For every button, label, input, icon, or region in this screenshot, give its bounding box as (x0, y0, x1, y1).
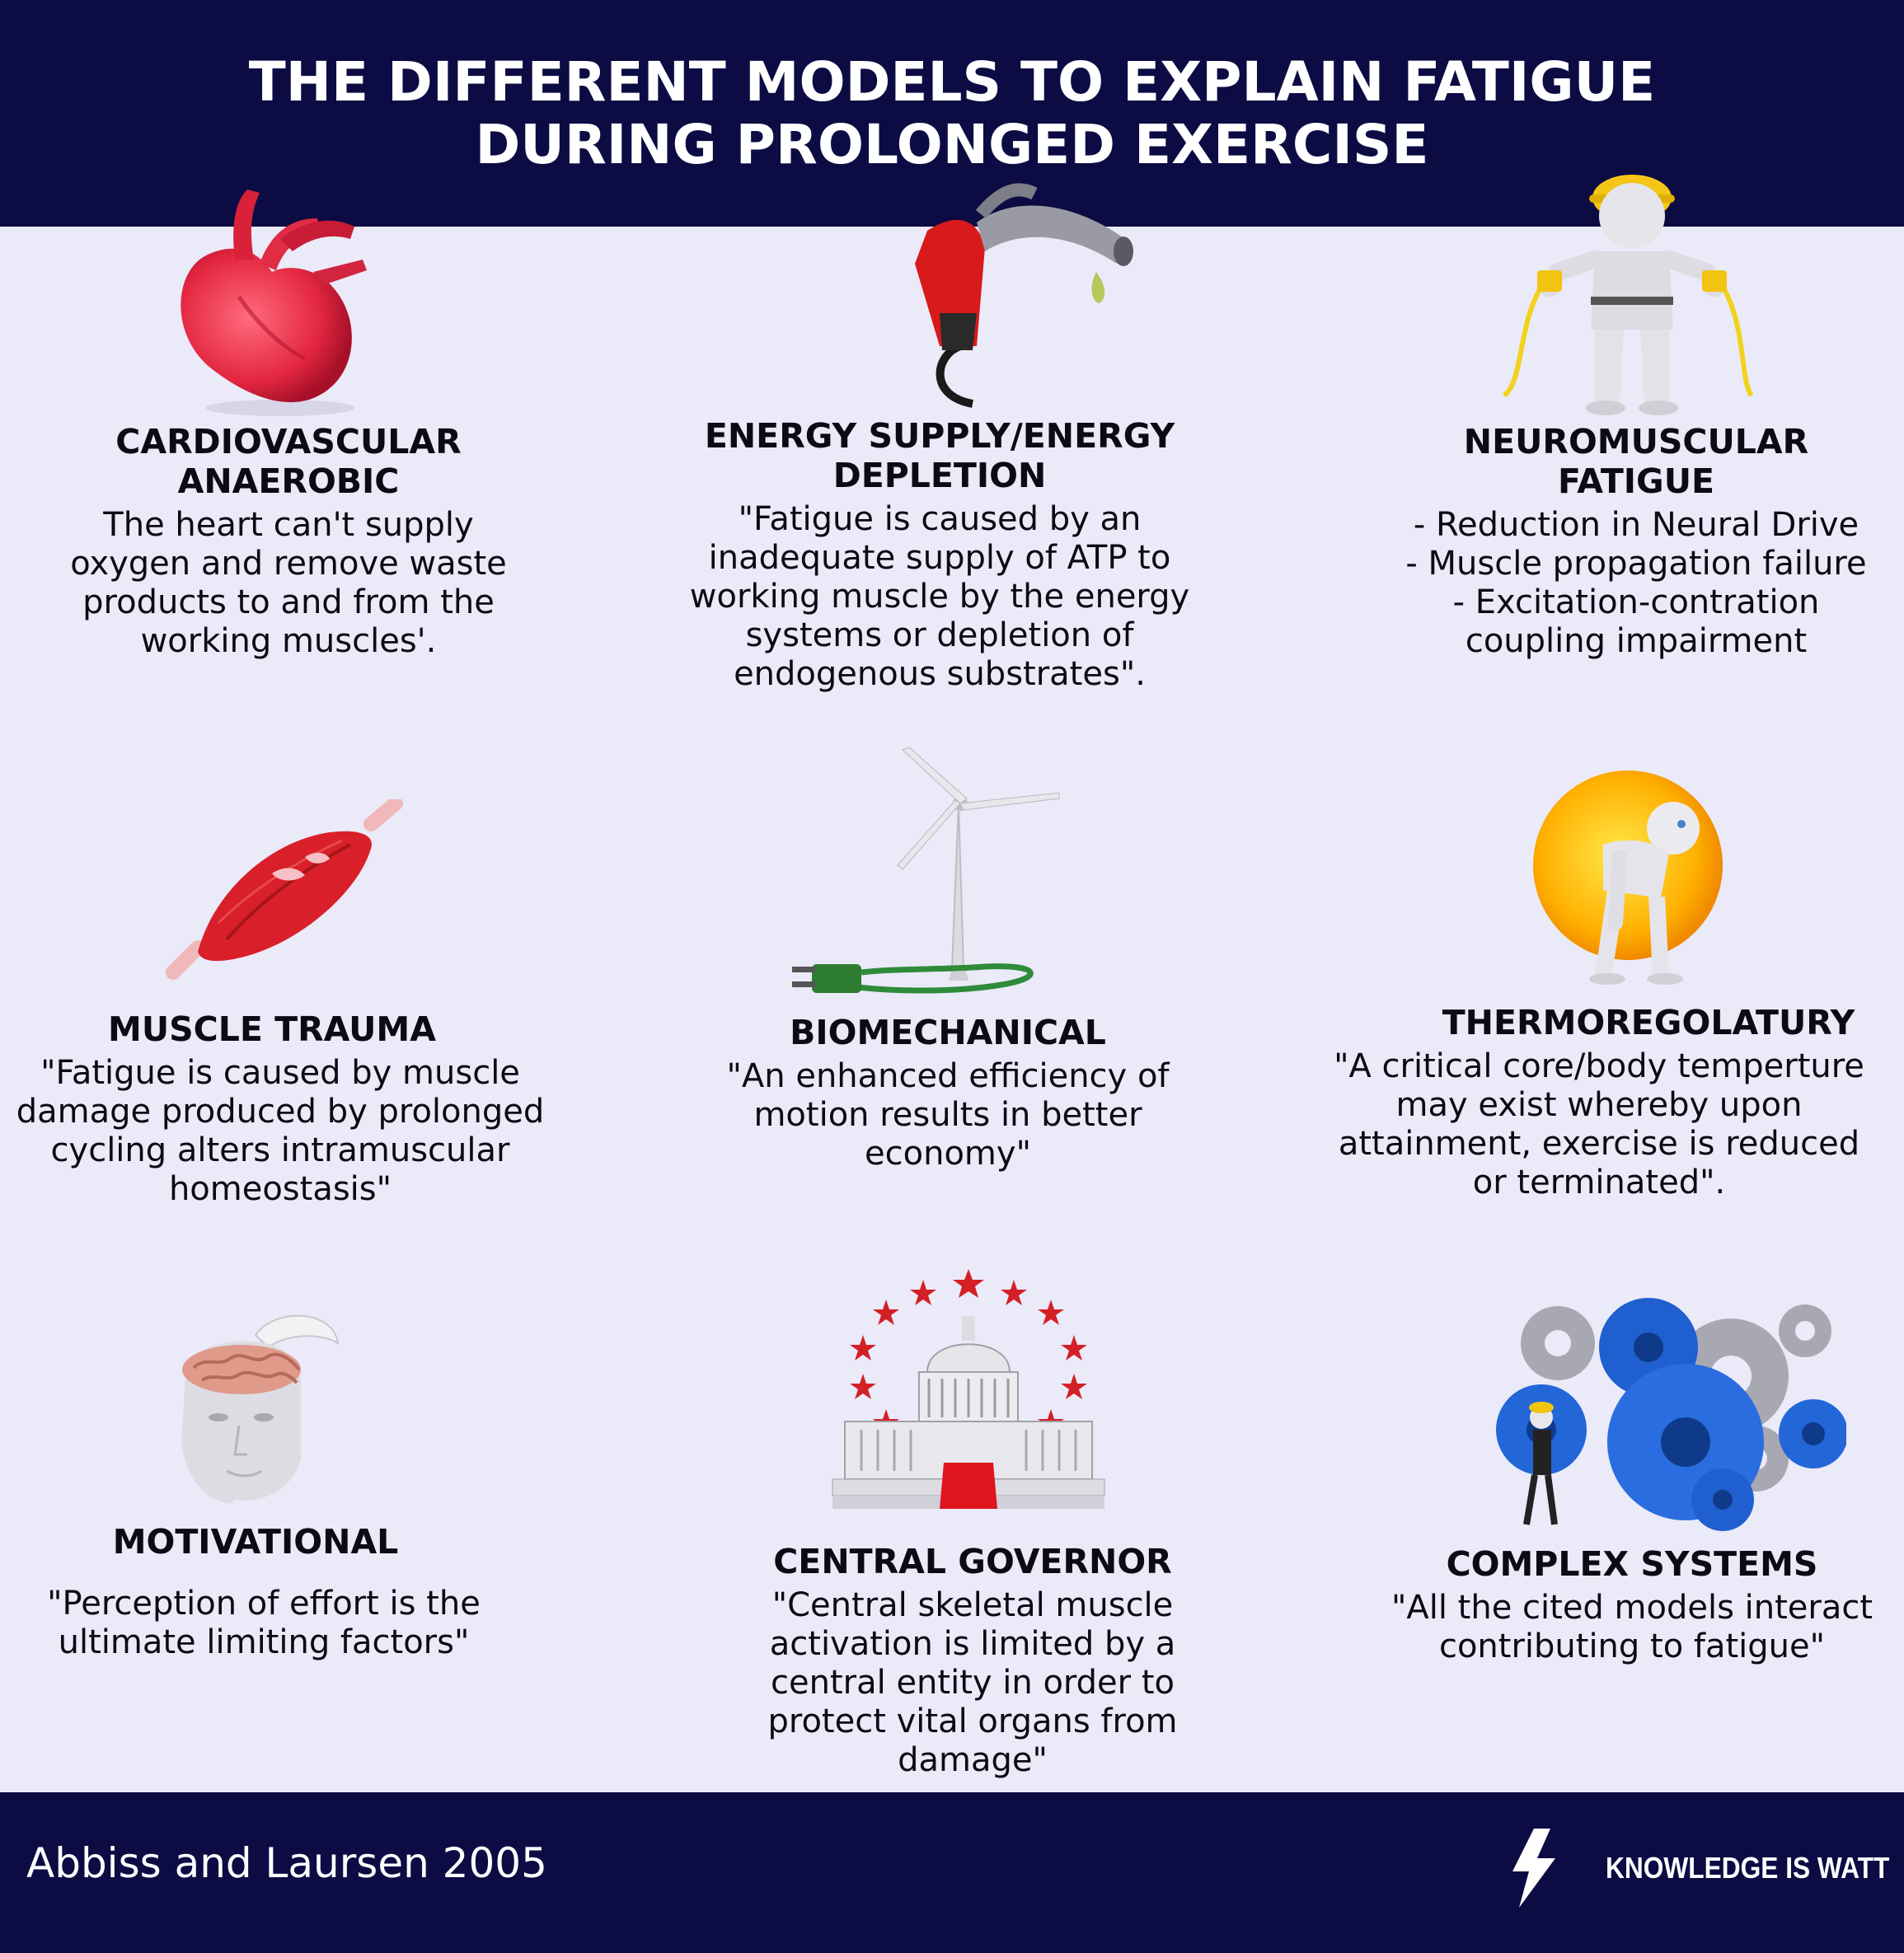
model-title: CARDIOVASCULAR ANAEROBIC (115, 422, 462, 501)
model-title: CENTRAL GOVERNOR (773, 1542, 1172, 1581)
lightning-bolt-icon (1512, 1829, 1555, 1908)
description-line: - Muscle propagation failure (1405, 545, 1867, 583)
page-title-line-1: THE DIFFERENT MODELS TO EXPLAIN FATIGUE (248, 49, 1656, 114)
model-title: COMPLEX SYSTEMS (1446, 1544, 1818, 1584)
fuel-nozzle-icon (915, 183, 1133, 408)
model-description: The heart can't supply oxygen and remove… (70, 506, 507, 660)
model-description: "All the cited models interact contribut… (1390, 1589, 1874, 1665)
model-description: - Reduction in Neural Drive - Muscle pro… (1368, 506, 1904, 661)
model-card-neuromuscular: NEUROMUSCULAR FATIGUE - Reduction in Neu… (1356, 422, 1904, 661)
model-description: "Fatigue is caused by an inadequate supp… (689, 500, 1190, 693)
citation-text: Abbiss and Laursen 2005 (26, 1839, 547, 1887)
model-card-biomechanical: BIOMECHANICAL "An enhanced efficiency of… (668, 1013, 1228, 1173)
model-title: MUSCLE TRAUMA (108, 1009, 436, 1049)
model-card-cardiovascular: CARDIOVASCULAR ANAEROBIC The heart can't… (8, 422, 569, 661)
model-description: "Perception of effort is the ultimate li… (47, 1585, 481, 1661)
model-title: ENERGY SUPPLY/ENERGY DEPLETION (704, 416, 1175, 495)
model-title: MOTIVATIONAL (112, 1522, 399, 1562)
gears-icon (1496, 1298, 1846, 1531)
model-card-central-governor: CENTRAL GOVERNOR "Central skeletal muscl… (692, 1542, 1253, 1780)
description-line: - Reduction in Neural Drive (1413, 506, 1859, 544)
model-card-complex-systems: COMPLEX SYSTEMS "All the cited models in… (1352, 1544, 1904, 1666)
model-description: "A critical core/body temperture may exi… (1334, 1047, 1864, 1201)
model-card-muscle-trauma: MUSCLE TRAUMA "Fatigue is caused by musc… (0, 1009, 560, 1209)
page-title-line-2: DURING PROLONGED EXERCISE (475, 112, 1429, 176)
wind-turbine-icon (792, 747, 1060, 994)
muscle-icon (166, 799, 403, 980)
brand-name: KNOWLEDGE IS WATT (1605, 1851, 1889, 1885)
electrician-figure-icon (1502, 175, 1754, 415)
model-title: NEUROMUSCULAR FATIGUE (1463, 422, 1809, 501)
model-description: "Fatigue is caused by muscle damage prod… (16, 1054, 545, 1208)
model-card-motivational: MOTIVATIONAL "Perception of effort is th… (0, 1522, 560, 1662)
heart-icon (181, 190, 367, 416)
model-description: "An enhanced efficiency of motion result… (726, 1057, 1170, 1173)
sun-figure-icon (1533, 770, 1723, 985)
model-card-energy-supply: ENERGY SUPPLY/ENERGY DEPLETION "Fatigue … (659, 416, 1220, 694)
header-banner: THE DIFFERENT MODELS TO EXPLAIN FATIGUE … (0, 0, 1904, 227)
description-line: - Excitation-contration coupling impairm… (1452, 583, 1820, 660)
capitol-building-icon (832, 1269, 1105, 1509)
model-description: "Central skeletal muscle activation is l… (767, 1586, 1178, 1779)
model-title: BIOMECHANICAL (790, 1013, 1106, 1052)
model-card-thermoregulatory: THERMOREGOLATURY "A critical core/body t… (1319, 1003, 1879, 1202)
brand-logo: KNOWLEDGE IS WATT (1509, 1827, 1889, 1909)
footer-banner: Abbiss and Laursen 2005 KNOWLEDGE IS WAT… (0, 1792, 1904, 1953)
model-title: THERMOREGOLATURY (1442, 1003, 1855, 1042)
brain-head-icon (181, 1314, 340, 1504)
